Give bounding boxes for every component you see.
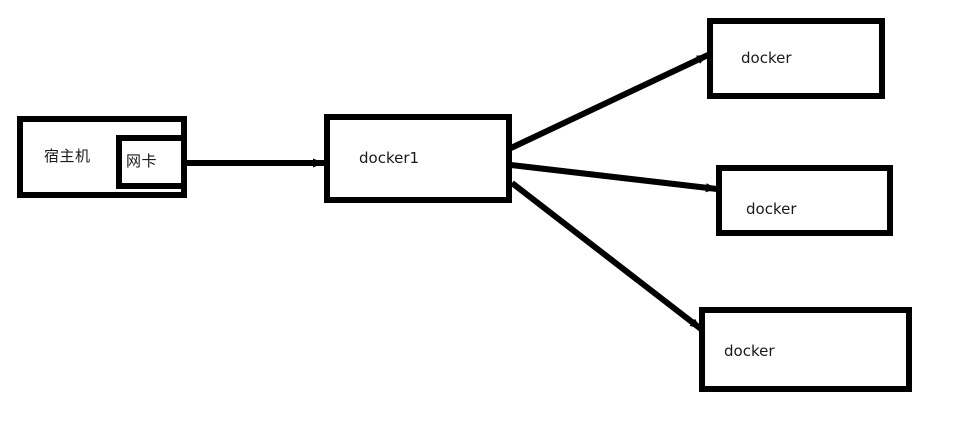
connector-docker1-to-docker-mid (510, 162, 718, 192)
node-network-card-label: 网卡 (126, 152, 158, 170)
node-network-card[interactable] (116, 135, 187, 189)
arrowhead-docker1-to-docker-mid (705, 183, 717, 193)
node-docker-bottom-label: docker (724, 342, 775, 360)
arrowhead-docker1-to-docker-top (696, 55, 708, 64)
arrowhead-nic-to-docker1 (313, 158, 324, 168)
node-docker1-label: docker1 (359, 149, 420, 167)
connector-docker1-to-docker-top (509, 52, 710, 151)
node-docker-bottom[interactable] (699, 307, 912, 392)
node-docker-middle[interactable] (716, 165, 893, 236)
node-docker-top-label: docker (741, 49, 792, 67)
node-docker-middle-label: docker (746, 200, 797, 218)
node-docker1[interactable] (324, 114, 512, 203)
node-docker-top[interactable] (707, 18, 885, 99)
connector-docker1-to-docker-bottom (510, 180, 703, 332)
arrowhead-docker1-to-docker-bottom (689, 318, 701, 329)
node-host-machine-label: 宿主机 (44, 147, 91, 165)
